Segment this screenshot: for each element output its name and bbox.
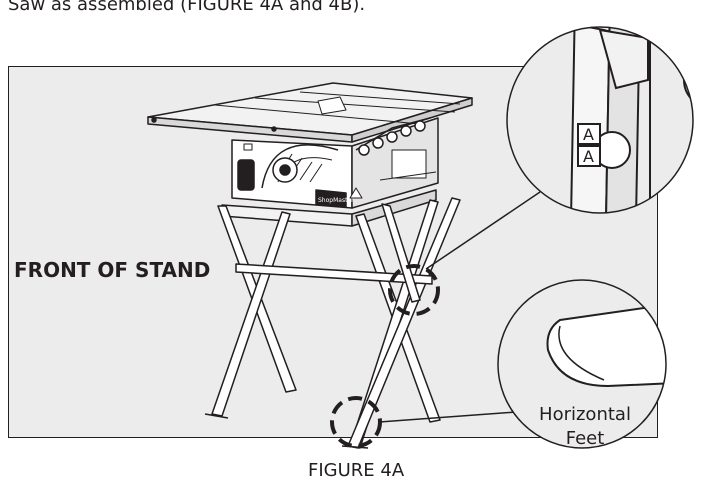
front-of-stand-label: FRONT OF STAND <box>14 258 211 282</box>
feet-label-line2: Feet <box>565 428 605 449</box>
feet-label-line1: Horizontal <box>539 404 631 425</box>
table-saw: ShopMaster <box>147 82 473 227</box>
figure-caption: FIGURE 4A <box>308 460 405 481</box>
detail-label-a-1: A <box>583 125 594 144</box>
horizontal-feet-label: Horizontal Feet <box>528 403 642 451</box>
saw-stand <box>204 197 461 449</box>
callout-circle-crossbar <box>388 264 440 316</box>
leader-line-top <box>425 191 541 270</box>
detail-label-a-2: A <box>583 147 594 166</box>
saw-brand-text: ShopMaster <box>318 197 354 204</box>
intro-text: Saw as assembled (FIGURE 4A and 4B). <box>8 0 366 15</box>
leader-line-bottom <box>379 411 517 423</box>
detail-circle-top: A A <box>506 26 694 214</box>
